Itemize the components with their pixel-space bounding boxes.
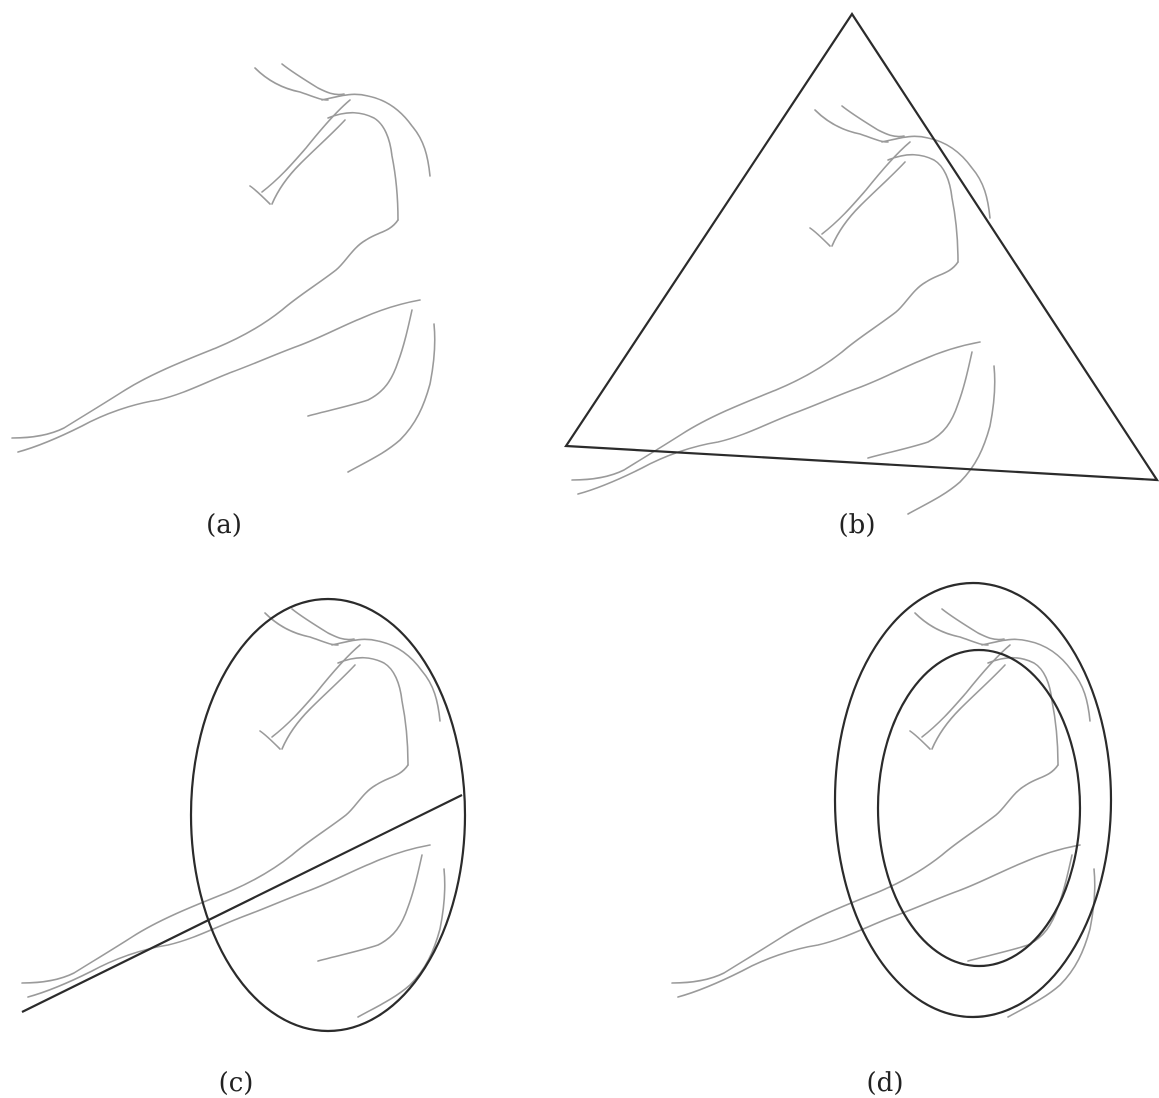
triangle-outline [564,11,1159,482]
caption-b: (b) [838,510,876,540]
panel-b [564,11,1159,515]
panel-c [21,597,467,1033]
ellipse-outline [189,597,467,1033]
inner-ellipse [876,648,1082,968]
vessel-drawing-d [671,608,1096,1018]
dividing-line [21,794,463,1013]
caption-c: (c) [218,1068,254,1098]
outer-ellipse [833,581,1113,1019]
caption-d: (d) [866,1068,904,1098]
vessel-drawing-b [571,105,996,515]
caption-a: (a) [206,510,242,540]
panel-a [11,63,436,473]
vessel-drawing-c [21,608,446,1018]
vessel-drawing-a [11,63,436,473]
panel-d [671,581,1113,1019]
